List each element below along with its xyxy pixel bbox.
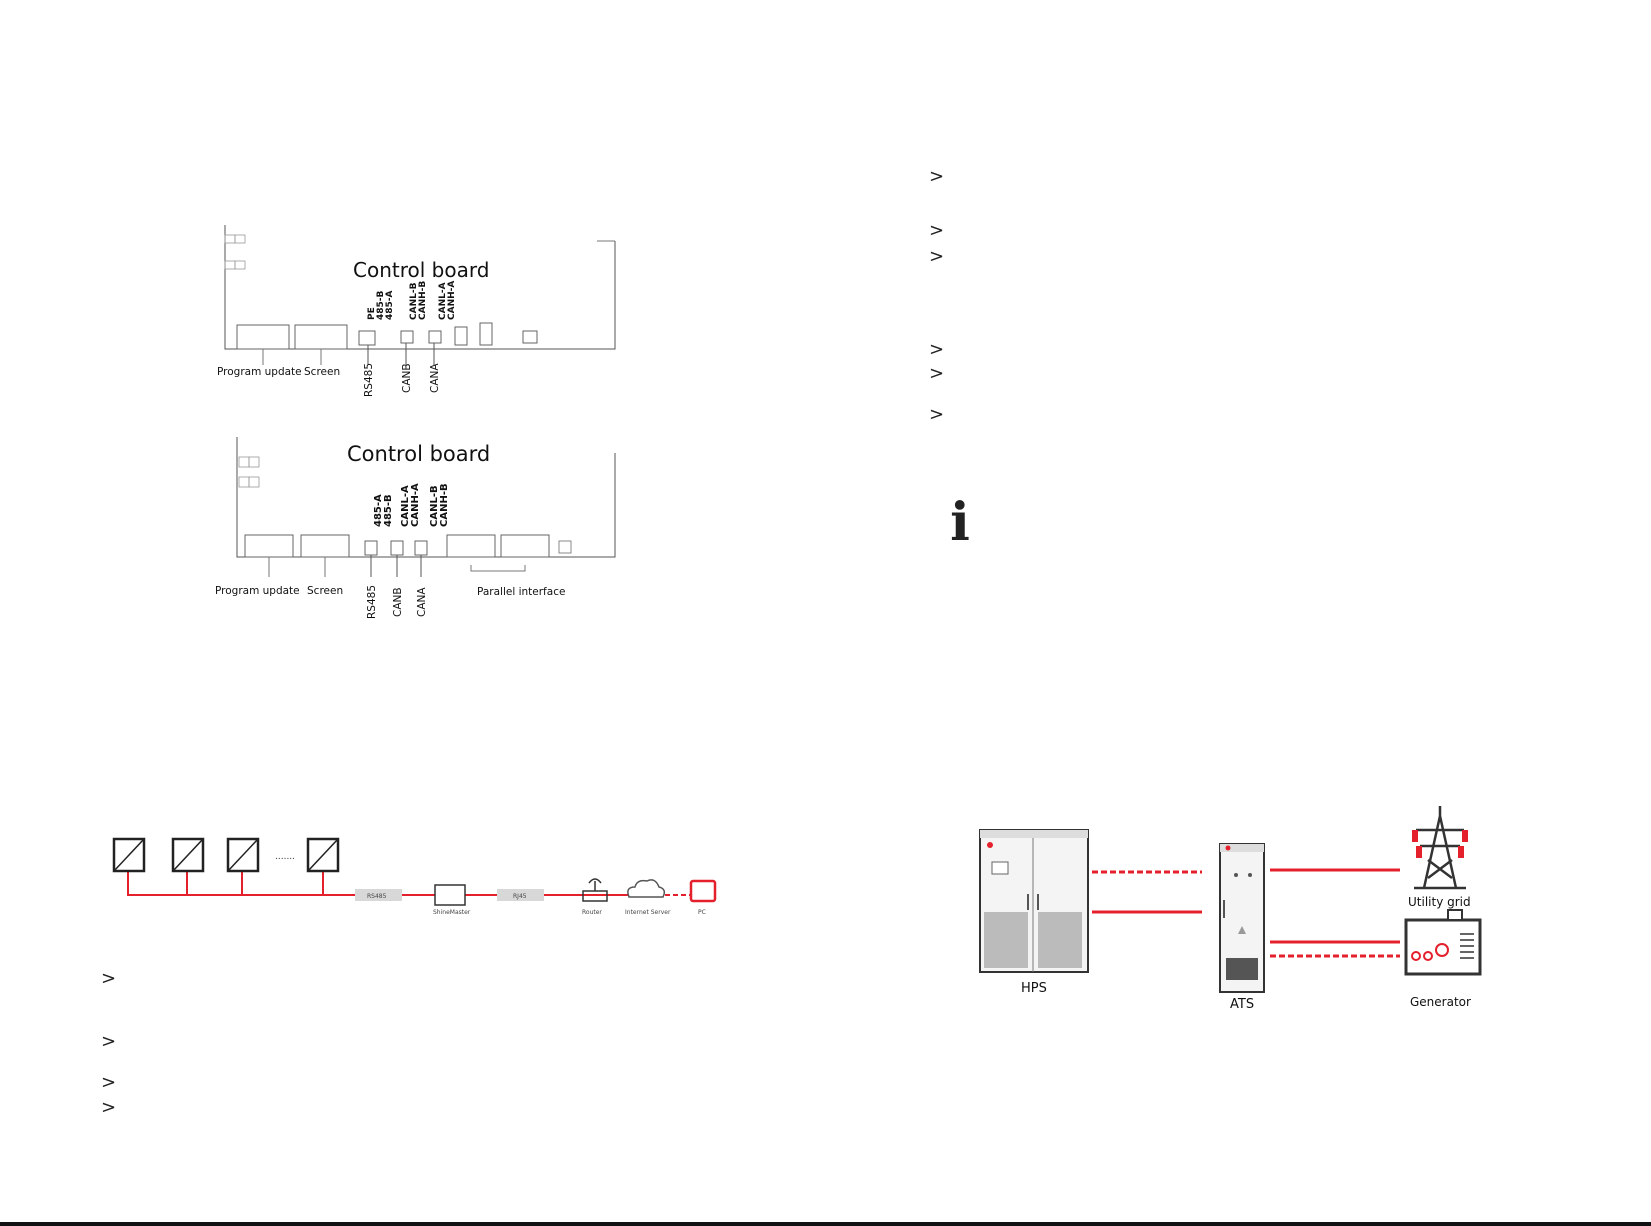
bullet-marker: >: [101, 968, 117, 989]
control-board-title: Control board: [353, 258, 489, 282]
device-label-internet-server: Internet Server: [625, 909, 671, 916]
bullet-marker: >: [101, 1097, 117, 1118]
generator-icon: [1404, 909, 1482, 976]
pin-label: CANL-B: [429, 485, 440, 527]
pc-icon: [689, 879, 717, 903]
pin-label: PE: [367, 307, 377, 320]
port-label: CANB: [392, 587, 404, 617]
port-label: Parallel interface: [477, 586, 565, 598]
link-label-rs485: RS485: [367, 893, 387, 900]
link-label-rj45: RJ45: [513, 893, 527, 900]
device-label-shinemaster: ShineMaster: [433, 909, 471, 916]
port-label: Program update: [215, 585, 300, 597]
ats-label: ATS: [1230, 997, 1254, 1012]
bullet-marker: >: [929, 363, 945, 384]
port-label: CANB: [401, 363, 413, 393]
pin-label: CANL-A: [400, 485, 411, 527]
ats-connection-diagram: HPS ATS Utility grid: [979, 806, 1482, 1012]
cloud-icon: [627, 879, 666, 898]
port-label: CANA: [416, 587, 428, 617]
port-label: Program update: [217, 366, 302, 378]
pin-label: CANH-B: [439, 483, 450, 527]
device-label-pc: PC: [698, 909, 706, 916]
bullet-marker: >: [101, 1031, 117, 1052]
pin-label: CANL-B: [409, 282, 419, 320]
port-label: CANA: [429, 363, 441, 393]
info-icon: i: [950, 492, 970, 553]
port-label: RS485: [366, 585, 378, 619]
pin-label: 485-B: [376, 290, 386, 320]
bullet-marker: >: [101, 1072, 117, 1093]
pin-label: CANH-A: [410, 483, 421, 527]
bullet-marker: >: [929, 339, 945, 360]
port-label: Screen: [304, 366, 340, 378]
bullet-marker: >: [929, 220, 945, 241]
hps-label: HPS: [1021, 981, 1047, 996]
pin-label: CANL-A: [438, 282, 448, 320]
inverter-icon: [112, 837, 340, 873]
shinemaster-icon: [434, 884, 466, 906]
monitoring-network-diagram: ....... RS485 ShineMaster RJ45 Router In…: [112, 837, 717, 916]
router-icon: [582, 878, 608, 902]
control-board-title: Control board: [347, 442, 490, 466]
port-label: Screen: [307, 585, 343, 597]
utility-grid-label: Utility grid: [1408, 895, 1471, 909]
generator-label: Generator: [1410, 995, 1471, 1009]
pin-label: 485-A: [385, 290, 395, 320]
pin-label: CANH-A: [447, 281, 457, 320]
bullet-marker: >: [929, 404, 945, 425]
control-board-bottom-diagram: Control board 485-A 485-B CANL-A CANH-A …: [215, 437, 616, 619]
port-label: RS485: [363, 363, 375, 397]
utility-grid-icon: [1414, 806, 1466, 890]
bullet-marker: >: [929, 166, 945, 187]
page-bottom-rule: [0, 1222, 1651, 1226]
ats-cabinet-icon: [1219, 843, 1265, 993]
bullet-marker: >: [929, 246, 945, 267]
pin-label: 485-B: [383, 494, 394, 527]
pin-label: 485-A: [373, 494, 384, 527]
hps-cabinet-icon: [979, 829, 1089, 973]
ellipsis: .......: [275, 852, 295, 862]
device-label-router: Router: [582, 909, 602, 916]
control-board-top-diagram: Control board PE 485-B 485-A CANL-B CANH…: [217, 225, 616, 397]
pin-label: CANH-B: [418, 281, 428, 320]
